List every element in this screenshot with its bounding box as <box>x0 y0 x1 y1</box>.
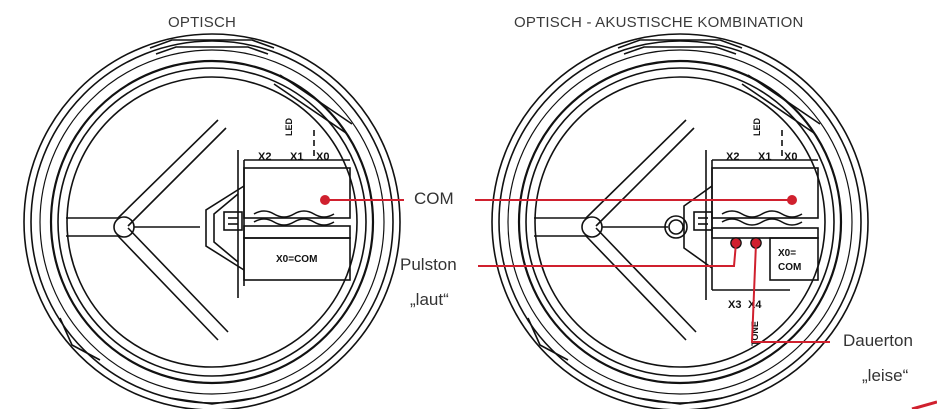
right-terminal-labels: X2 X1 X0 LED X0= COM X3 X4 TONE <box>726 117 801 346</box>
pulston-terminal-dot <box>731 238 741 248</box>
callout-dauerton-sub: „leise“ <box>862 366 909 385</box>
callout-dauerton: Dauerton <box>843 331 913 350</box>
right-label-tone: TONE <box>750 321 760 346</box>
callout-pulston: Pulston <box>400 255 457 274</box>
left-label-x0-com: X0=COM <box>276 254 317 265</box>
left-label-x2: X2 <box>258 151 271 163</box>
dauerton-terminal-dot <box>751 238 761 248</box>
right-label-com: COM <box>778 262 801 273</box>
callout-com: COM <box>414 189 454 208</box>
right-label-x4: X4 <box>748 299 762 311</box>
right-label-x0-eq: X0= <box>778 248 796 259</box>
right-com-terminal-dot <box>787 195 797 205</box>
left-detector-base <box>23 33 401 409</box>
right-detector-base <box>491 33 869 409</box>
pulston-line <box>478 242 737 267</box>
left-terminal-labels: X2 X1 X0 LED X0=COM <box>258 117 329 265</box>
right-label-x2: X2 <box>726 151 739 163</box>
right-label-x3: X3 <box>728 299 741 311</box>
heading-optical: OPTISCH <box>168 14 237 31</box>
right-label-x1: X1 <box>758 151 771 163</box>
right-label-x0: X0 <box>784 151 797 163</box>
left-label-x1: X1 <box>290 151 303 163</box>
callout-pulston-sub: „laut“ <box>410 290 449 309</box>
dauerton-line <box>750 242 830 343</box>
left-label-led: LED <box>284 117 294 136</box>
left-label-x0: X0 <box>316 151 329 163</box>
heading-optical-acoustic: OPTISCH - AKUSTISCHE KOMBINATION <box>514 14 804 31</box>
right-label-led: LED <box>752 117 762 136</box>
callout-lines <box>325 199 937 409</box>
corner-mark <box>911 400 937 409</box>
